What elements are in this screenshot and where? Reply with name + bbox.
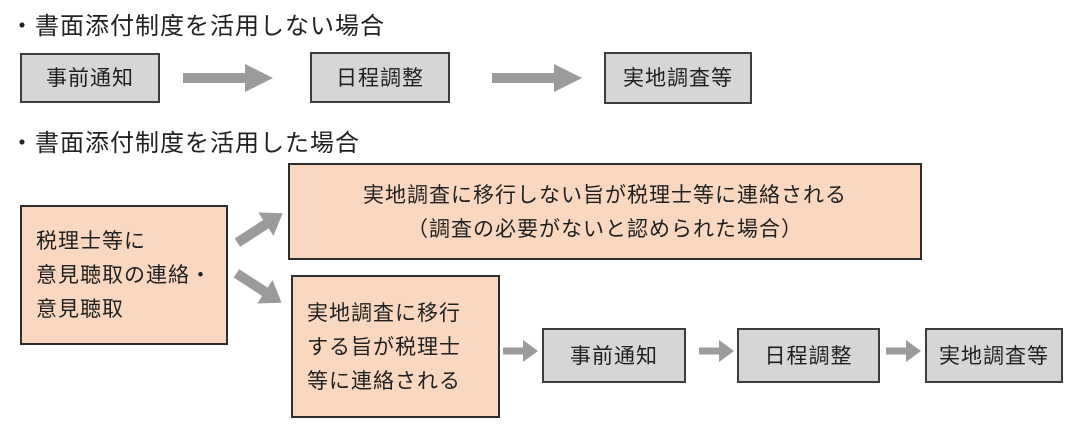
box-line: 意見聴取の連絡・: [36, 263, 212, 287]
box-advance-notice-bottom: 事前通知: [542, 328, 686, 383]
arrow-down-right-icon: [233, 269, 282, 304]
box-opinion-hearing-contact: 税理士等に 意見聴取の連絡・ 意見聴取: [20, 205, 228, 345]
box-line: 実地調査に移行しない旨が税理士等に連絡される: [363, 182, 847, 207]
box-line: 実地調査に移行: [307, 300, 461, 325]
arrow-right-icon: [699, 340, 734, 362]
box-line: 等に連絡される: [307, 368, 461, 393]
box-schedule-adjust-top: 日程調整: [310, 52, 450, 103]
box-no-field-audit-notice: 実地調査に移行しない旨が税理士等に連絡される （調査の必要がないと認められた場合…: [288, 163, 922, 260]
arrow-right-icon: [503, 340, 538, 362]
heading-with-attachment: ・書面添付制度を活用した場合: [10, 129, 360, 157]
arrow-up-right-icon: [234, 212, 283, 247]
box-line: （調査の必要がないと認められた場合）: [407, 216, 803, 241]
box-schedule-adjust-bottom: 日程調整: [737, 328, 880, 383]
box-field-audit-notice: 実地調査に移行 する旨が税理士 等に連絡される: [291, 275, 500, 418]
box-line: 税理士等に: [36, 229, 146, 253]
box-field-audit-top: 実地調査等: [604, 52, 752, 104]
box-field-audit-bottom: 実地調査等: [925, 328, 1063, 383]
heading-without-attachment: ・書面添付制度を活用しない場合: [10, 12, 385, 40]
arrow-right-icon: [492, 64, 582, 92]
arrow-right-icon: [183, 64, 273, 92]
box-advance-notice-top: 事前通知: [20, 53, 160, 103]
arrow-right-icon: [886, 340, 921, 362]
box-line: する旨が税理士: [307, 334, 461, 359]
box-line: 意見聴取: [36, 297, 124, 321]
